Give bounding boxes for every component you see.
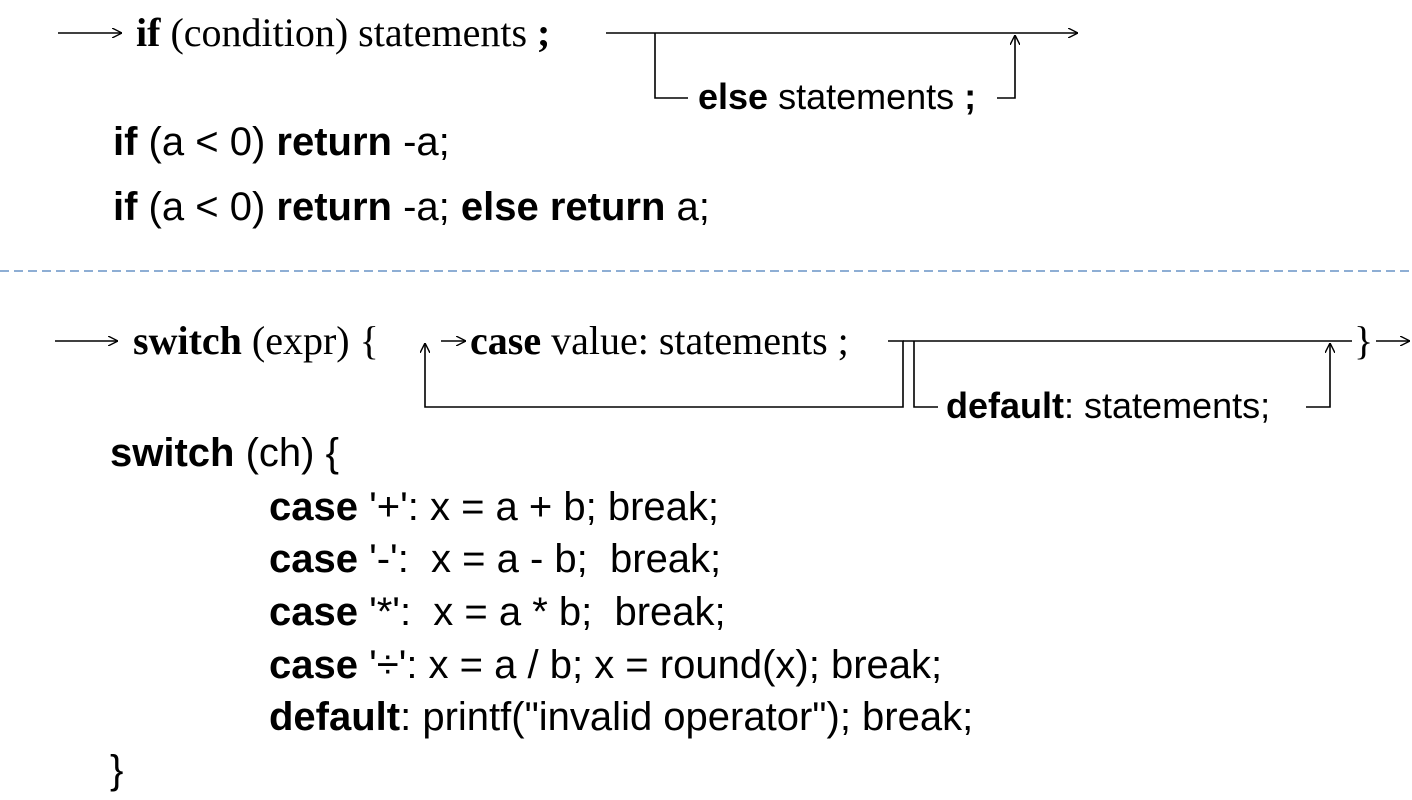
switch-open: (expr) { bbox=[241, 318, 379, 363]
switch-example-line: default: printf("invalid operator"); bre… bbox=[269, 697, 973, 737]
example-text: '*': x = a * b; break; bbox=[357, 590, 726, 634]
case-rest: value: statements ; bbox=[541, 318, 849, 363]
default-keyword: default bbox=[946, 385, 1065, 426]
switch-case-loop-back bbox=[425, 340, 904, 408]
example-text: (a < 0) bbox=[137, 120, 277, 164]
switch-default-branch-up bbox=[1306, 343, 1330, 408]
default-branch-label: default: statements; bbox=[946, 388, 1270, 424]
if-example-2: if (a < 0) return -a; else return a; bbox=[113, 187, 710, 227]
example-text: '+': x = a + b; break; bbox=[357, 485, 720, 529]
switch-keyword: switch bbox=[133, 318, 242, 363]
example-keyword: case bbox=[269, 485, 358, 529]
case-syntax: case value: statements ; bbox=[470, 321, 849, 361]
example-keyword: else return bbox=[460, 185, 666, 229]
example-text: (a < 0) bbox=[137, 185, 277, 229]
else-branch-label: else statements ; bbox=[698, 79, 976, 115]
example-keyword: switch bbox=[110, 431, 235, 475]
if-else-branch-up bbox=[997, 35, 1015, 99]
example-text: a; bbox=[665, 185, 710, 229]
example-keyword: case bbox=[269, 643, 358, 687]
switch-default-branch-down bbox=[913, 341, 938, 408]
example-keyword: default bbox=[269, 695, 401, 739]
example-text: -a; bbox=[391, 185, 461, 229]
if-else-branch-down bbox=[654, 33, 688, 99]
example-keyword: if bbox=[113, 185, 138, 229]
case-keyword: case bbox=[470, 318, 542, 363]
example-keyword: return bbox=[276, 185, 392, 229]
switch-close-brace: } bbox=[1354, 318, 1374, 363]
switch-example-line: case '÷': x = a / b; x = round(x); break… bbox=[269, 645, 942, 685]
else-keyword: else bbox=[698, 76, 769, 117]
if-syntax-line: if (condition) statements ; bbox=[136, 13, 550, 53]
if-syntax-rest: (condition) statements bbox=[160, 10, 538, 55]
example-text: (ch) { bbox=[234, 431, 339, 475]
example-keyword: return bbox=[276, 120, 392, 164]
example-text: '÷': x = a / b; x = round(x); break; bbox=[357, 643, 943, 687]
switch-example-closing-brace: } bbox=[110, 748, 124, 792]
default-rest: : statements; bbox=[1064, 385, 1271, 426]
if-syntax-semicolon: ; bbox=[537, 10, 551, 55]
switch-syntax-head: switch (expr) { bbox=[133, 321, 379, 361]
example-keyword: if bbox=[113, 120, 138, 164]
switch-example-line: case '*': x = a * b; break; bbox=[269, 592, 726, 632]
if-keyword: if bbox=[136, 10, 161, 55]
example-keyword: case bbox=[269, 590, 358, 634]
if-example-1: if (a < 0) return -a; bbox=[113, 122, 450, 162]
switch-example-header: switch (ch) { bbox=[110, 433, 339, 473]
example-keyword: case bbox=[269, 537, 358, 581]
example-text: '-': x = a - b; break; bbox=[357, 537, 722, 581]
else-semicolon: ; bbox=[964, 76, 977, 117]
switch-example-line: case '+': x = a + b; break; bbox=[269, 487, 719, 527]
example-text: -a; bbox=[391, 120, 450, 164]
else-rest: statements bbox=[768, 76, 965, 117]
switch-example-line: case '-': x = a - b; break; bbox=[269, 539, 721, 579]
example-text: : printf("invalid operator"); break; bbox=[400, 695, 974, 739]
